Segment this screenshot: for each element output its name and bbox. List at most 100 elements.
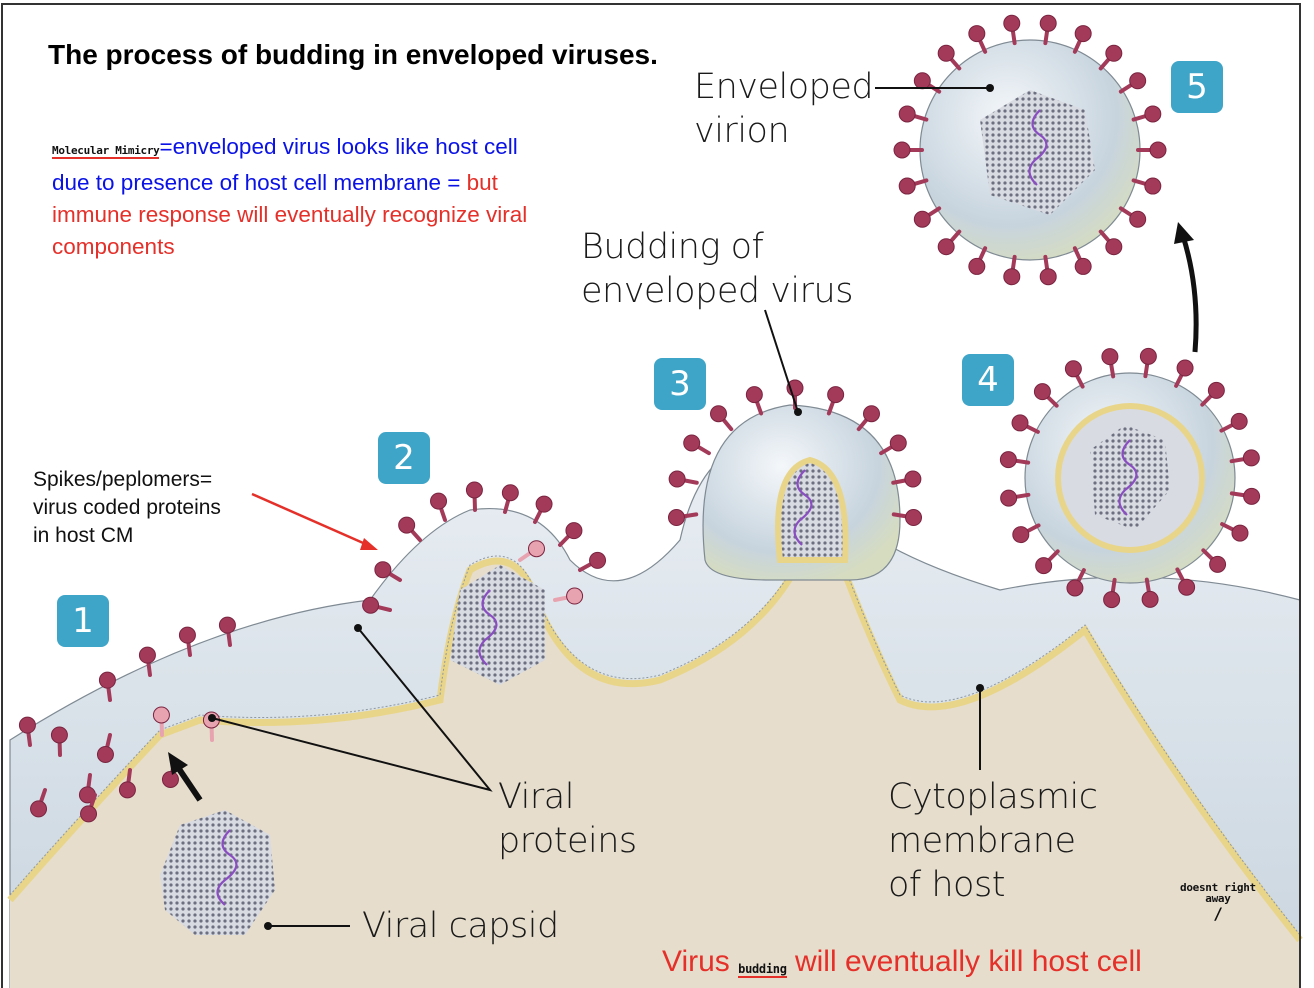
step-badge-1: 1 [57,595,109,647]
cytoplasm [10,540,1300,988]
spike-protein [1039,14,1057,46]
viral-capsid-label: Viral capsid [362,906,559,946]
spike-protein [913,72,942,94]
spikes-note-line: in host CM [33,524,134,547]
step5-capsid [980,90,1095,215]
spike-protein [362,596,392,614]
spike-protein [1229,449,1260,467]
spike-protein [178,626,196,657]
spike-protein [398,516,422,542]
spike-protein [968,25,988,54]
spike-protein [501,484,519,514]
spike-protein [98,671,116,702]
spike-protein [745,386,764,416]
spike-protein [374,561,402,582]
spike-protein [937,44,962,71]
spikes-annotation-arrow [251,492,378,550]
spike-protein [1066,568,1086,597]
spike-protein [218,616,236,647]
handwritten-note: doesnt right away / [1180,882,1256,924]
spike-protein [96,733,114,763]
spike-protein [826,386,845,416]
label-line: virion [694,111,790,151]
spike-protein [430,492,448,522]
spike-protein [465,481,483,512]
spike-protein [533,495,553,524]
spike-protein [999,451,1031,469]
spike-protein [1201,548,1227,573]
label-line: Budding of [581,227,764,267]
spike-protein [1136,141,1167,159]
cytoplasmic-membrane-label: Cytoplasmic membrane of host [888,775,1098,907]
spike-protein [1219,412,1248,433]
spike-protein [152,706,170,737]
viral-capsid [160,810,275,935]
spike-protein [1118,72,1147,94]
spike-protein [879,434,907,456]
label-line: Enveloped [694,67,874,107]
spike-protein [138,646,156,677]
spike-protein [937,229,962,256]
viral-genome [216,109,1138,906]
spikes-group [18,14,1261,823]
spike-protein [1141,577,1159,608]
spike-protein [558,522,583,547]
spike-protein [1012,523,1041,544]
viral-proteins-label: Viral proteins [498,775,637,863]
spike-protein [1200,381,1225,407]
spike-protein [893,141,924,159]
handwritten-term: Molecular Mimicry [52,144,160,159]
spike-protein [891,509,923,527]
label-line: enveloped virus [581,271,853,311]
spike-protein [1003,254,1021,286]
label-line: Cytoplasmic [888,777,1098,817]
spike-protein [1011,414,1040,434]
spike-protein [1101,348,1119,379]
spike-protein [18,716,36,747]
step-badge-5: 5 [1171,61,1223,113]
hand-note-line: doesnt right [1180,881,1256,894]
leader-lines [211,87,990,927]
label-line: of host [888,865,1005,905]
spike-protein [913,206,942,228]
transition-arrows [168,222,1199,802]
page-title: The process of budding in enveloped viru… [48,39,658,70]
spike-protein [50,726,68,757]
step-badge-4: 4 [962,354,1014,406]
bottom-note-text: will eventually kill host cell [786,945,1142,978]
note-blue-text: =enveloped virus looks like host cell du… [52,134,518,195]
step-badge-3: 3 [654,358,706,410]
cytoplasmic-membrane [7,536,1303,943]
spike-protein [898,177,929,195]
spike-protein [1000,489,1031,507]
label-line: proteins [498,821,637,861]
spike-protein [518,540,546,562]
spike-protein [710,405,734,432]
spike-protein [1139,347,1157,379]
spike-protein [1035,549,1060,575]
spike-protein [118,768,136,799]
molecular-mimicry-note: Molecular Mimicry=enveloped virus looks … [52,131,552,263]
spike-protein [1033,383,1059,408]
spike-protein [1175,567,1196,596]
step4-capsid [1090,425,1170,530]
spike-protein [1118,206,1147,228]
spike-protein [1064,360,1085,389]
bottom-note-text: Virus [662,945,739,978]
label-line: membrane [888,821,1076,861]
spike-protein [30,788,48,818]
spike-protein [80,793,98,823]
spike-protein [667,509,699,527]
spikes-note-line: Spikes/peplomers= [33,468,213,491]
spike-protein [1229,487,1261,505]
spike-protein [1072,246,1092,275]
hand-note-pointer: / [1213,904,1223,923]
spike-protein [578,551,607,572]
spikes-note: Spikes/peplomers= virus coded proteins i… [33,466,221,550]
budding-label: Budding of enveloped virus [581,225,853,313]
spike-protein [1220,522,1249,542]
spike-protein [1098,229,1123,256]
spike-protein [1098,44,1123,71]
